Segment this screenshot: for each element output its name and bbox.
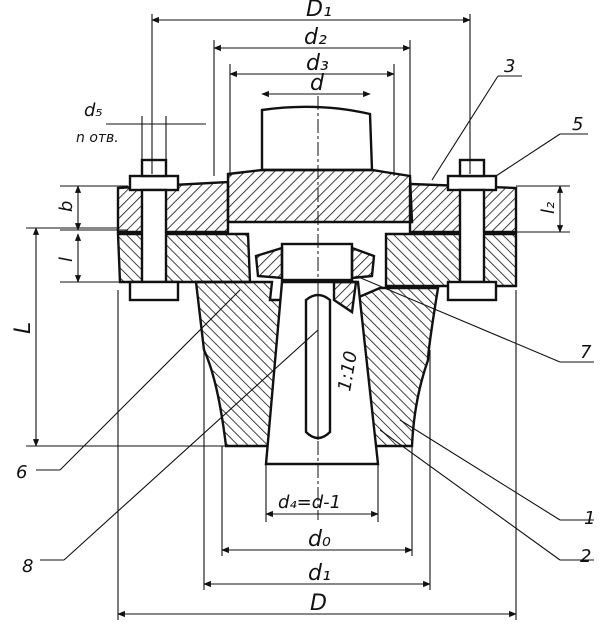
callout-3: 3 [504, 56, 515, 77]
label-D: D [310, 591, 327, 616]
label-D1: D₁ [306, 0, 332, 22]
callout-8: 8 [22, 556, 33, 577]
callout-5: 5 [572, 114, 583, 135]
callout-2: 2 [580, 546, 591, 567]
left-bolt [128, 158, 180, 302]
label-L: L [11, 322, 36, 334]
label-d4: d₄=d-1 [278, 492, 341, 513]
label-d1: d₁ [308, 561, 331, 586]
label-n-holes: n отв. [76, 130, 119, 146]
label-b: b [56, 201, 77, 212]
callout-leaders [36, 75, 594, 561]
callout-7: 7 [580, 342, 592, 363]
label-l2: l₂ [538, 202, 559, 214]
callout-6: 6 [16, 462, 27, 483]
label-d: d [310, 71, 325, 96]
nut [254, 242, 376, 315]
top-fitting [116, 105, 518, 234]
label-d5: d₅ [84, 100, 103, 121]
label-d0: d₀ [308, 527, 331, 552]
label-d2: d₂ [304, 25, 327, 50]
right-bolt [446, 158, 498, 302]
dimension-lines [26, 14, 570, 620]
callout-1: 1 [584, 508, 595, 529]
tapered-plug [264, 280, 380, 466]
label-l: l [56, 257, 77, 262]
label-d3: d₃ [306, 51, 329, 76]
